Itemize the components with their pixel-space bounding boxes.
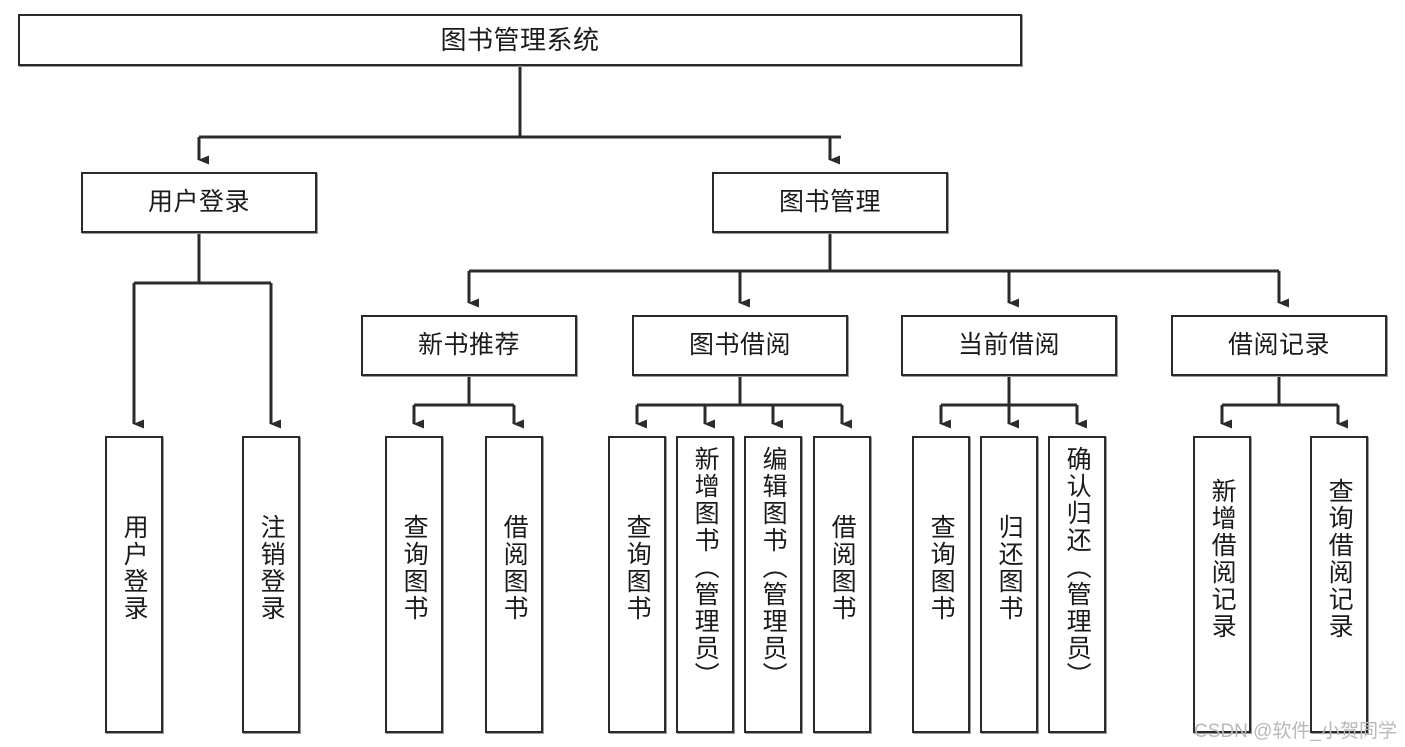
leaf-add-borrow-record[interactable]: 新增借阅记录	[1193, 436, 1251, 733]
node-label: 借阅图书	[500, 514, 529, 622]
node-label: 新增借阅记录	[1208, 478, 1237, 640]
leaf-query-book-2[interactable]: 查询图书	[608, 436, 666, 733]
leaf-add-book-admin[interactable]: 新增图书（管理员）	[676, 436, 734, 733]
node-label: 查询图书	[927, 514, 956, 622]
node-label: 新书推荐	[417, 330, 520, 359]
leaf-edit-book-admin[interactable]: 编辑图书（管理员）	[744, 436, 802, 733]
node-label: 图书管理	[778, 187, 881, 216]
node-label: 查询图书	[623, 514, 652, 622]
node-label: 用户登录	[147, 187, 250, 216]
node-label: 图书管理系统	[440, 24, 600, 55]
node-book-borrowing[interactable]: 图书借阅	[632, 315, 848, 376]
node-label: 借阅图书	[828, 514, 857, 622]
node-book-management[interactable]: 图书管理	[712, 172, 948, 233]
node-current-borrowing[interactable]: 当前借阅	[901, 315, 1117, 376]
node-label: 查询图书	[400, 514, 429, 622]
node-label: 编辑图书（管理员）	[759, 446, 788, 689]
node-borrowing-records[interactable]: 借阅记录	[1171, 315, 1387, 376]
node-label: 归还图书	[995, 514, 1024, 622]
leaf-query-borrow-record[interactable]: 查询借阅记录	[1310, 436, 1368, 733]
leaf-user-login[interactable]: 用户登录	[105, 436, 163, 733]
node-label: 查询借阅记录	[1325, 478, 1354, 640]
leaf-borrow-book-1[interactable]: 借阅图书	[485, 436, 543, 733]
leaf-query-book-1[interactable]: 查询图书	[385, 436, 443, 733]
leaf-confirm-return-admin[interactable]: 确认归还（管理员）	[1048, 436, 1106, 733]
node-label: 用户登录	[120, 514, 149, 622]
node-new-book-recommendation[interactable]: 新书推荐	[361, 315, 577, 376]
node-root-book-management-system[interactable]: 图书管理系统	[18, 14, 1022, 66]
node-label: 确认归还（管理员）	[1063, 446, 1092, 689]
leaf-logout[interactable]: 注销登录	[242, 436, 300, 733]
node-label: 新增图书（管理员）	[691, 446, 720, 689]
leaf-borrow-book-2[interactable]: 借阅图书	[813, 436, 871, 733]
node-label: 注销登录	[257, 514, 286, 622]
node-label: 图书借阅	[688, 330, 791, 359]
node-user-login[interactable]: 用户登录	[81, 172, 317, 233]
leaf-return-book[interactable]: 归还图书	[980, 436, 1038, 733]
node-label: 当前借阅	[957, 330, 1060, 359]
node-label: 借阅记录	[1227, 330, 1330, 359]
csdn-watermark: CSDN @软件_小贺同学	[1194, 721, 1397, 742]
leaf-query-book-3[interactable]: 查询图书	[912, 436, 970, 733]
